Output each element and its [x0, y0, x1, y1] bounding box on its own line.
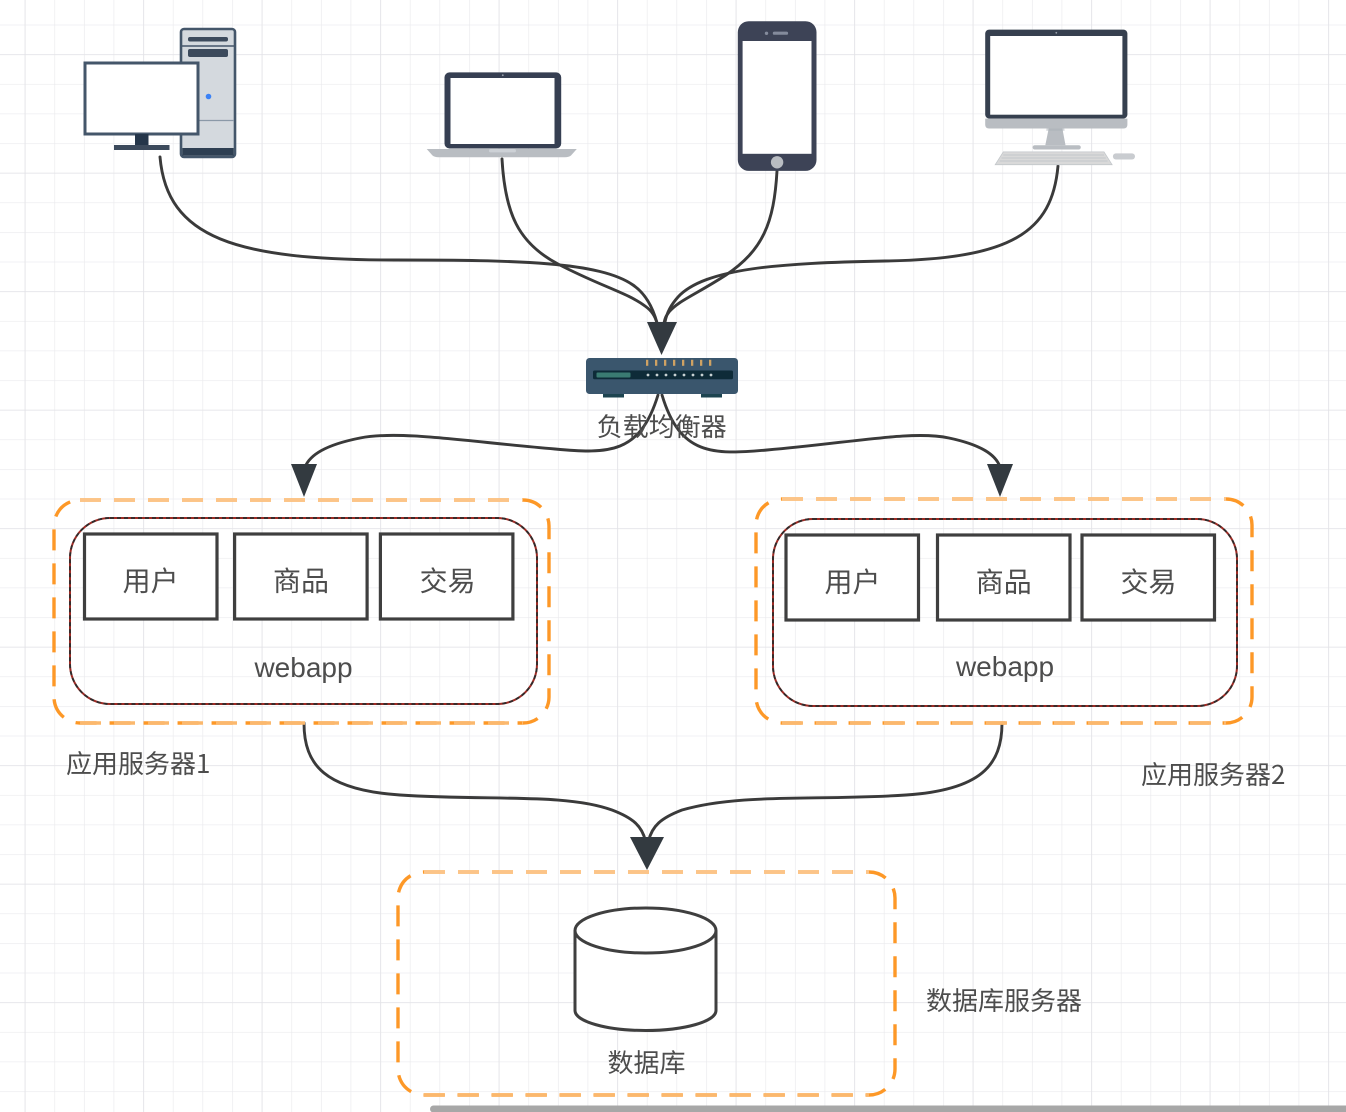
svg-text:webapp: webapp — [955, 651, 1054, 682]
svg-text:webapp: webapp — [253, 652, 352, 683]
